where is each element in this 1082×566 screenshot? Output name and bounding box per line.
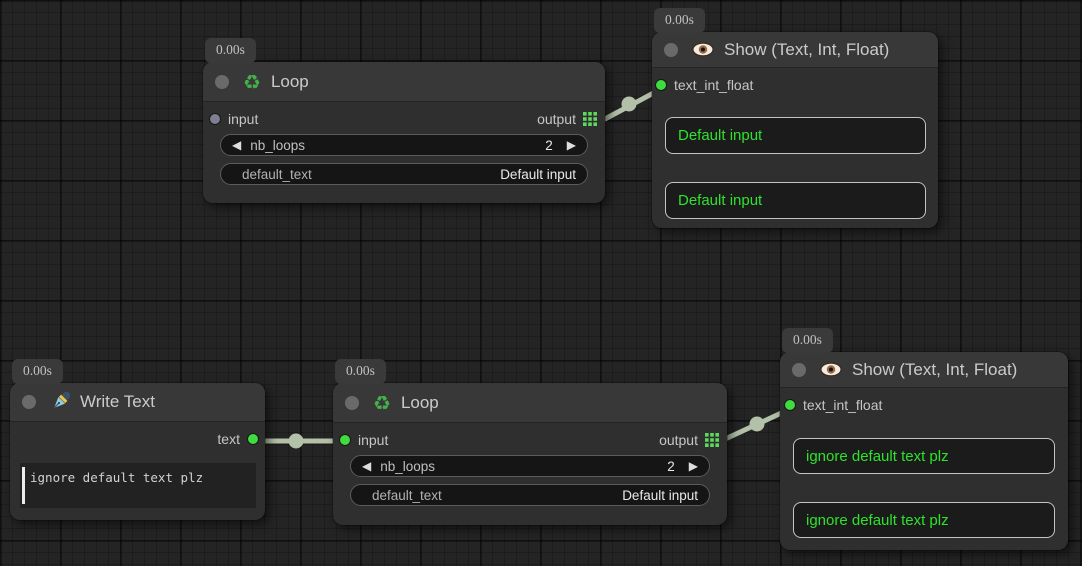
node-show-bottom[interactable]: 0.00s Show (Text, Int, Float) text_int_f… <box>780 328 1068 550</box>
decrement-arrow-icon[interactable]: ◀ <box>232 138 242 152</box>
wire-midpoint-dot[interactable] <box>749 416 765 432</box>
wire-writetext-to-loop-bottom[interactable] <box>249 433 343 449</box>
node-titlebar[interactable]: Show (Text, Int, Float) <box>780 352 1068 388</box>
eye-icon <box>692 42 714 57</box>
collapse-dot[interactable] <box>215 74 229 89</box>
input-slot-label: input <box>228 111 259 127</box>
input-slot-dot[interactable] <box>210 114 220 124</box>
execution-time-badge: 0.00s <box>12 359 63 384</box>
widget-value: 2 <box>545 137 553 153</box>
nb-loops-stepper[interactable]: ◀ nb_loops 2 ▶ <box>220 134 588 156</box>
widget-label: default_text <box>242 166 312 182</box>
collapse-dot[interactable] <box>664 42 678 57</box>
wire-midpoint-dot[interactable] <box>621 96 637 112</box>
collapse-dot[interactable] <box>345 395 359 410</box>
execution-time-badge: 0.00s <box>205 38 256 63</box>
node-show-top[interactable]: 0.00s Show (Text, Int, Float) text_int_f… <box>652 8 938 228</box>
wire-loop-top-to-show-top[interactable] <box>602 86 664 122</box>
increment-arrow-icon[interactable]: ▶ <box>688 459 698 473</box>
show-text-box[interactable]: ignore default text plz <box>793 502 1055 538</box>
input-slot-dot[interactable] <box>340 435 350 445</box>
input-slot-label: input <box>358 432 389 448</box>
collapse-dot[interactable] <box>792 362 806 377</box>
node-title-text: Show (Text, Int, Float) <box>724 39 890 59</box>
output-slot-label: text <box>217 431 240 447</box>
default-text-widget[interactable]: default_text Default input <box>350 484 710 506</box>
node-title-text: Write Text <box>80 392 155 411</box>
grid-dots-icon[interactable] <box>583 112 597 126</box>
execution-time-badge: 0.00s <box>782 328 833 353</box>
node-write-text[interactable]: 0.00s Write Text text ignore default tex… <box>10 359 265 520</box>
increment-arrow-icon[interactable]: ▶ <box>566 138 576 152</box>
widget-label: default_text <box>372 487 442 503</box>
input-slot-label: text_int_float <box>803 397 883 413</box>
show-text-box[interactable]: Default input <box>665 182 926 219</box>
execution-time-badge: 0.00s <box>335 359 386 384</box>
widget-value: Default input <box>500 166 576 182</box>
input-slot-dot[interactable] <box>656 80 666 90</box>
fountain-pen-icon <box>50 392 70 412</box>
recycle-icon: ♻ <box>243 69 261 94</box>
execution-time-badge: 0.00s <box>654 8 705 33</box>
widget-label: nb_loops <box>250 137 306 153</box>
recycle-icon: ♻ <box>373 390 391 415</box>
text-input-area[interactable]: ignore default text plz <box>20 463 256 508</box>
output-slot-label: output <box>537 111 576 127</box>
node-titlebar[interactable]: Write Text <box>10 383 265 422</box>
text-input-value: ignore default text plz <box>30 470 204 485</box>
output-slot-label: output <box>659 432 698 448</box>
eye-icon <box>820 362 842 377</box>
input-slot-dot[interactable] <box>785 400 795 410</box>
text-cursor <box>22 467 25 504</box>
wire-midpoint-dot[interactable] <box>288 433 304 449</box>
node-title-text: Loop <box>270 71 309 91</box>
output-slot-dot[interactable] <box>248 434 258 444</box>
wire-loop-bottom-to-show-bottom[interactable] <box>720 406 793 443</box>
nb-loops-stepper[interactable]: ◀ nb_loops 2 ▶ <box>350 455 710 477</box>
node-title-text: Show (Text, Int, Float) <box>852 359 1018 379</box>
show-text-box[interactable]: ignore default text plz <box>793 438 1055 474</box>
widget-value: Default input <box>622 487 698 503</box>
widget-value: 2 <box>667 458 675 474</box>
node-loop-top[interactable]: 0.00s ♻ Loop input output ◀ nb_loops 2 ▶… <box>203 38 605 203</box>
collapse-dot[interactable] <box>22 395 36 409</box>
node-titlebar[interactable]: ♻ Loop <box>203 62 605 102</box>
node-title-text: Loop <box>400 392 439 412</box>
node-titlebar[interactable]: ♻ Loop <box>333 383 727 423</box>
widget-label: nb_loops <box>380 458 436 474</box>
decrement-arrow-icon[interactable]: ◀ <box>362 459 372 473</box>
node-loop-bottom[interactable]: 0.00s ♻ Loop input output ◀ nb_loops 2 ▶… <box>333 359 727 525</box>
show-text-box[interactable]: Default input <box>665 117 926 154</box>
grid-dots-icon[interactable] <box>705 433 719 447</box>
node-titlebar[interactable]: Show (Text, Int, Float) <box>652 32 938 68</box>
default-text-widget[interactable]: default_text Default input <box>220 163 588 185</box>
input-slot-label: text_int_float <box>674 77 754 93</box>
